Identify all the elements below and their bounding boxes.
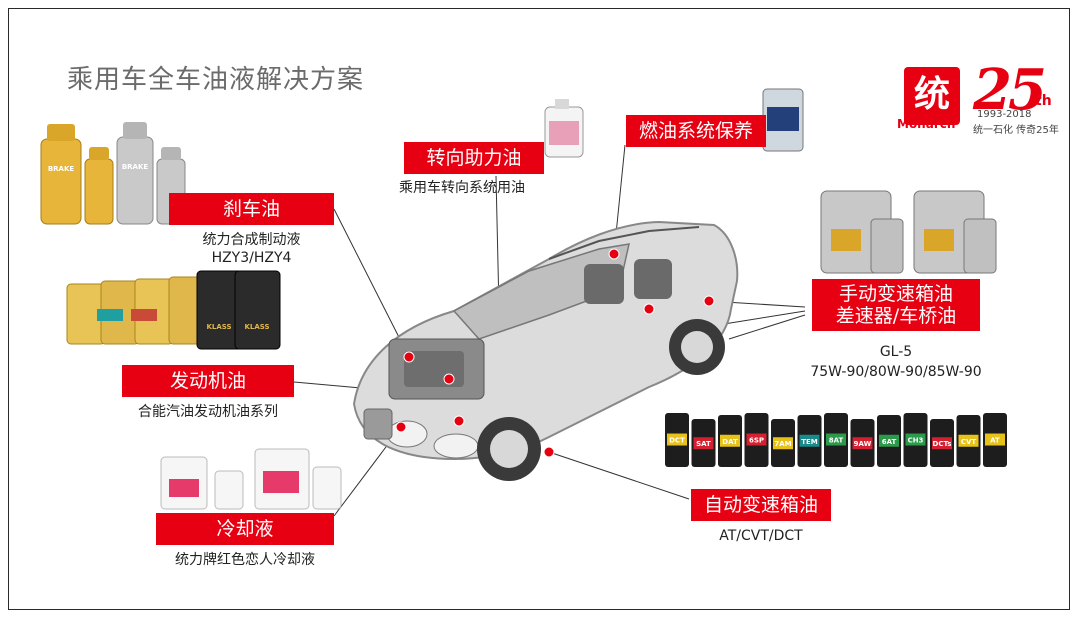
brake-fluid-spec: HZY3/HZY4 [211,250,292,266]
atf-bottle-label: AT [990,437,1000,445]
atf-bottle-band [852,437,873,450]
power-steering-desc: 乘用车转向系统用油 [399,180,525,196]
tag-power-steering: 转向助力油 [404,142,544,174]
atf-bottle-band [720,434,740,447]
brand-logo-mark: 统 [904,67,960,125]
tag-automatic-transmission: 自动变速箱油 [691,489,831,521]
atf-bottle-band [879,434,899,447]
atf-bottle-band [693,437,714,450]
automatic-transmission-desc: AT/CVT/DCT [719,528,803,544]
atf-bottle-label: DCT [669,437,685,445]
atf-bottle-band [746,433,767,446]
anniversary-number: 25 [973,57,1047,123]
brake-bottle-label: BRAKE [122,163,149,171]
brand-name: Monarch [897,117,956,131]
atf-bottle-label: 7AM [774,440,791,448]
atf-bottle-label: 9AW [854,440,872,448]
fuel-system-product [762,88,804,152]
atf-bottle-band [773,437,793,450]
atf-bottle-band [667,433,687,446]
tag-brake-fluid: 刹车油 [169,193,334,225]
atf-bottle-band [799,434,820,447]
tag-fuel-system: 燃油系统保养 [626,115,766,147]
gear-oil-grade: GL-5 [879,344,913,360]
slide-frame: 乘用车全车油液解决方案 统 Monarch 25 th 1993-2018 统一… [8,8,1070,610]
anniversary-slogan: 统一石化 传奇25年 [973,125,1059,136]
brake-bottle-label: BRAKE [48,165,75,173]
gear-oil-viscosity: 75W-90/80W-90/85W-90 [810,364,982,380]
atf-bottle-label: 6SP [749,437,764,445]
tag-engine-oil: 发动机油 [122,365,294,397]
page-title: 乘用车全车油液解决方案 [67,65,365,95]
engine-jug-label: KLASS [206,323,231,331]
atf-bottle-label: DAT [722,438,738,446]
atf-bottle-label: DCTs [933,440,952,448]
car-illustration: BRAKE BRAKE KLASS KLASS [40,88,1007,517]
anniversary-suffix: th [1035,93,1052,109]
car-graphic [352,220,739,481]
atf-bottle-band [905,433,926,446]
tag-manual-transmission: 手动变速箱油 差速器/车桥油 [812,279,980,331]
brake-fluid-desc: 统力合成制动液 [202,232,301,248]
coolant-desc: 统力牌红色恋人冷却液 [175,552,315,568]
atf-bottle-label: 8AT [829,437,844,445]
atf-bottle-label: CH3 [908,437,924,445]
manual-transmission-name: 手动变速箱油 [838,283,953,305]
atf-bottle-label: TEM [801,438,818,446]
atf-bottle-band [932,437,952,450]
atf-bottle-band [958,434,979,447]
atf-bottle-band [826,433,846,446]
brake-fluid-products: BRAKE BRAKE [40,122,186,225]
atf-bottle-label: CVT [961,438,977,446]
differential-axle-name: 差速器/车桥油 [835,305,957,327]
engine-jug-label: KLASS [244,323,269,331]
anniversary-years: 1993-2018 [977,109,1032,120]
atf-bottle-label: SAT [696,440,711,448]
coolant-products [160,448,342,510]
atf-bottle-label: 6AT [882,438,897,446]
manual-gear-oil-products [820,190,997,274]
atf-products: DCT SAT DAT 6SP 7AM TEM 8AT 9AW 6AT CH3 DCTs CVT AT [665,413,1007,467]
engine-oil-desc: 合能汽油发动机油系列 [138,404,278,420]
steering-fluid-product [544,99,584,158]
atf-bottle-band [985,433,1005,446]
tag-coolant: 冷却液 [156,513,334,545]
engine-oil-products: KLASS KLASS [66,270,281,350]
